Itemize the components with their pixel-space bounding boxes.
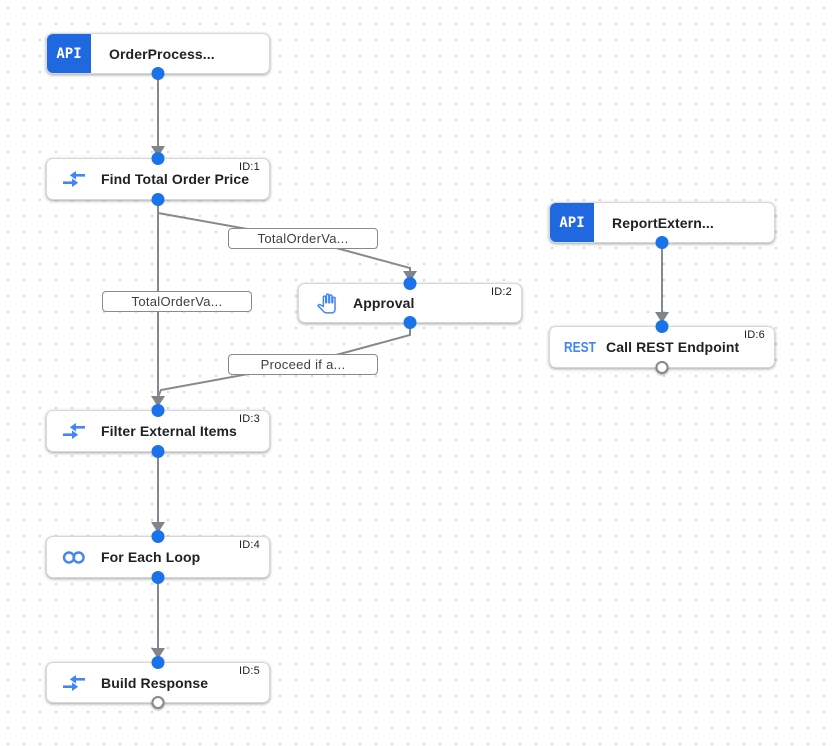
node-approval[interactable]: Approval ID:2 — [298, 277, 522, 329]
node-order-process-trigger[interactable]: API OrderProcess... — [46, 33, 270, 80]
output-port[interactable] — [403, 316, 417, 329]
edge-label-find-to-filter[interactable]: TotalOrderVa... — [102, 291, 252, 312]
edge-label-text: TotalOrderVa... — [257, 231, 349, 246]
edge-label-find-to-approval[interactable]: TotalOrderVa... — [228, 228, 378, 249]
arrowhead-order-to-find — [151, 146, 165, 157]
node-find-total-order-price[interactable]: Find Total Order Price ID:1 — [46, 152, 270, 206]
output-port[interactable] — [151, 67, 165, 80]
rest-icon: REST — [560, 339, 600, 356]
node-id-label: ID:6 — [744, 329, 765, 341]
arrowhead-foreach-to-build — [151, 648, 165, 659]
node-label: Filter External Items — [101, 423, 237, 439]
input-port[interactable] — [151, 152, 165, 165]
output-port[interactable] — [151, 193, 165, 206]
output-port-unconnected[interactable] — [655, 361, 669, 374]
output-port-unconnected[interactable] — [151, 696, 165, 709]
arrowhead-report-to-rest — [655, 312, 669, 323]
node-id-label: ID:5 — [239, 665, 260, 677]
output-port[interactable] — [151, 445, 165, 458]
arrowhead-into-filter — [151, 396, 165, 407]
node-label: Call REST Endpoint — [606, 339, 740, 355]
input-port[interactable] — [151, 656, 165, 669]
node-build-response[interactable]: Build Response ID:5 — [46, 656, 270, 709]
node-id-label: ID:2 — [491, 286, 512, 298]
input-port[interactable] — [151, 404, 165, 417]
arrowhead-find-to-approval — [403, 271, 417, 282]
data-mapping-icon — [61, 674, 87, 692]
edge-label-approval-to-filter[interactable]: Proceed if a... — [228, 354, 378, 375]
node-label: OrderProcess... — [109, 45, 215, 62]
hand-icon — [313, 292, 339, 314]
node-report-extern-trigger[interactable]: API ReportExtern... — [549, 202, 775, 249]
data-mapping-icon — [61, 170, 87, 188]
rest-icon-text: REST — [564, 338, 597, 356]
node-id-label: ID:4 — [239, 539, 260, 551]
input-port[interactable] — [403, 277, 417, 290]
node-label: ReportExtern... — [612, 214, 714, 231]
arrowhead-filter-to-foreach — [151, 522, 165, 533]
edge-label-text: Proceed if a... — [260, 357, 346, 372]
node-filter-external-items[interactable]: Filter External Items ID:3 — [46, 404, 270, 458]
node-call-rest-endpoint[interactable]: REST Call REST Endpoint ID:6 — [549, 320, 775, 374]
input-port[interactable] — [151, 530, 165, 543]
input-port[interactable] — [655, 320, 669, 333]
node-label: Build Response — [101, 674, 209, 691]
api-trigger-badge: API — [550, 203, 594, 242]
node-id-label: ID:3 — [239, 413, 260, 425]
node-label: For Each Loop — [101, 549, 201, 565]
node-id-label: ID:1 — [239, 161, 260, 173]
output-port[interactable] — [655, 236, 669, 249]
edge-label-text: TotalOrderVa... — [131, 294, 223, 309]
node-label: Approval — [353, 295, 415, 311]
api-trigger-badge: API — [47, 34, 91, 73]
node-label: Find Total Order Price — [101, 171, 250, 187]
infinity-icon — [61, 550, 87, 565]
node-for-each-loop[interactable]: For Each Loop ID:4 — [46, 530, 270, 584]
output-port[interactable] — [151, 571, 165, 584]
data-mapping-icon — [61, 422, 87, 440]
